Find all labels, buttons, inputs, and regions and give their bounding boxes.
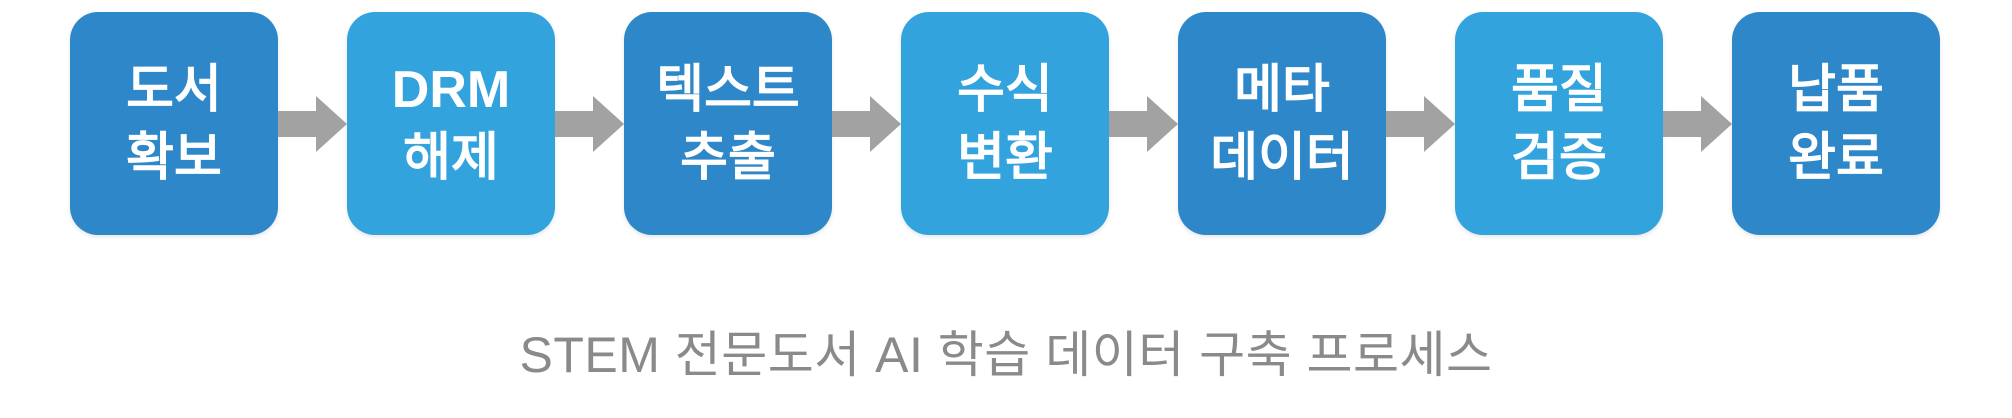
step-label-line1: 메타: [1234, 60, 1330, 119]
flow-arrow-icon: [555, 94, 624, 154]
flow-arrow-icon: [1109, 94, 1178, 154]
flow-arrow-icon: [832, 94, 901, 154]
step-label-line2: 변환: [957, 128, 1053, 187]
step-drm-removal: DRM 해제: [347, 12, 555, 235]
step-label-line2: 데이터: [1210, 128, 1354, 187]
step-label-line1: 텍스트: [656, 60, 800, 119]
arrow-head: [1701, 95, 1732, 152]
arrow-shaft: [555, 110, 593, 137]
flow-arrow-icon: [278, 94, 347, 154]
flow-arrow-icon: [1663, 94, 1732, 154]
process-flow: 도서 확보 DRM 해제 텍스트 추출 수식 변환: [70, 12, 2012, 235]
arrow-shaft: [278, 110, 316, 137]
arrow-shaft: [1386, 110, 1424, 137]
step-label-line2: 완료: [1788, 128, 1884, 187]
arrow-shaft: [1109, 110, 1147, 137]
step-book-acquisition: 도서 확보: [70, 12, 278, 235]
arrow-shaft: [1663, 110, 1701, 137]
step-label-line2: 추출: [680, 128, 776, 187]
arrow-head: [316, 95, 347, 152]
flow-arrow-icon: [1386, 94, 1455, 154]
step-text-extraction: 텍스트 추출: [624, 12, 832, 235]
step-label-line1: 품질: [1511, 60, 1607, 119]
arrow-head: [1424, 95, 1455, 152]
step-label-line2: 검증: [1511, 128, 1607, 187]
step-metadata: 메타 데이터: [1178, 12, 1386, 235]
step-quality-verification: 품질 검증: [1455, 12, 1663, 235]
step-label-line2: 확보: [126, 128, 222, 187]
step-label-line1: 도서: [126, 60, 222, 119]
arrow-head: [870, 95, 901, 152]
step-delivery-complete: 납품 완료: [1732, 12, 1940, 235]
step-label-line1: 납품: [1788, 60, 1884, 119]
step-formula-conversion: 수식 변환: [901, 12, 1109, 235]
step-label-line1: DRM: [391, 60, 511, 119]
arrow-head: [593, 95, 624, 152]
diagram-caption: STEM 전문도서 AI 학습 데이터 구축 프로세스: [519, 327, 1493, 383]
step-label-line1: 수식: [957, 60, 1053, 119]
arrow-shaft: [832, 110, 870, 137]
step-label-line2: 해제: [403, 128, 499, 187]
arrow-head: [1147, 95, 1178, 152]
